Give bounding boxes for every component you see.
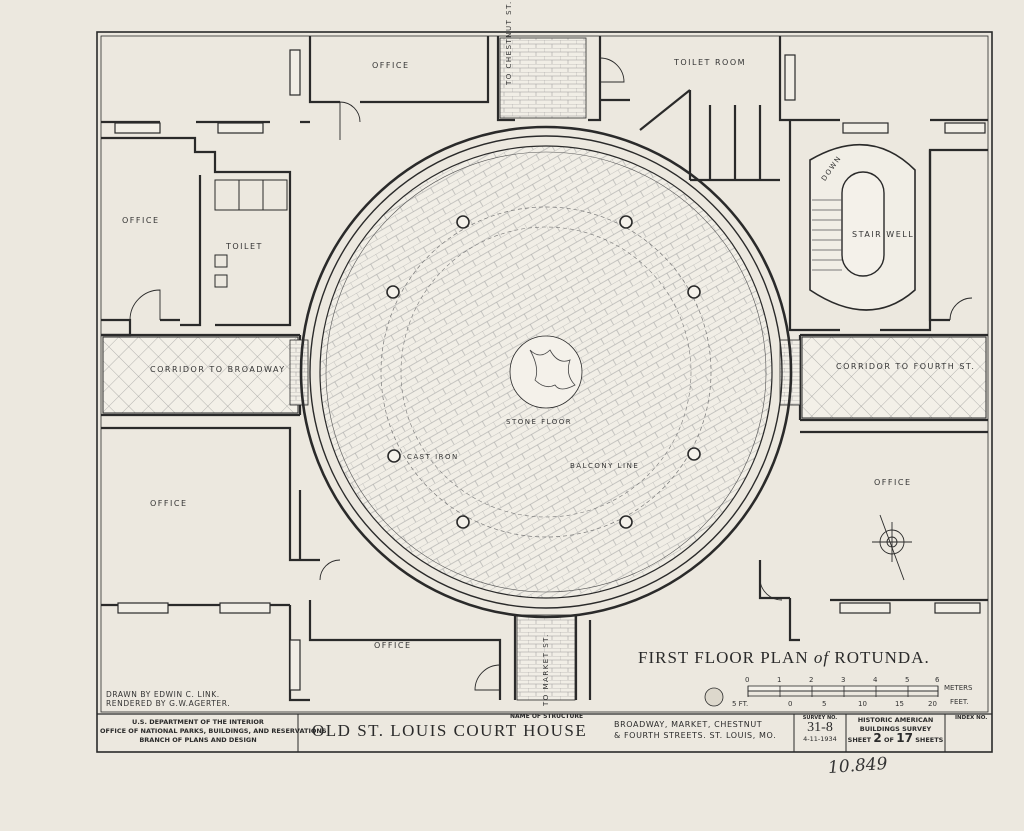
room-label-stair-well: STAIR WELL xyxy=(852,230,915,239)
scale-meter-tick: 3 xyxy=(841,676,846,684)
north-arrow-icon xyxy=(872,514,912,581)
sheets-suffix: SHEETS xyxy=(915,736,944,744)
label-cast-iron: CAST IRON xyxy=(407,453,459,461)
agency-line-3: BRANCH OF PLANS AND DESIGN xyxy=(139,736,257,744)
habs-block: HISTORIC AMERICAN BUILDINGS SURVEY SHEET… xyxy=(847,716,944,745)
name-of-structure-label: NAME OF STRUCTURE xyxy=(510,713,584,720)
survey-number: 31-8 xyxy=(807,720,833,735)
scale-meter-tick: 0 xyxy=(745,676,750,684)
sheet-number: 2 xyxy=(873,731,882,745)
survey-label: SURVEY NO. xyxy=(802,715,838,721)
scale-meter-tick: 4 xyxy=(873,676,878,684)
room-label-office-bottom: OFFICE xyxy=(374,641,412,650)
habs-line-1: HISTORIC AMERICAN xyxy=(857,716,934,724)
scale-meter-tick: 2 xyxy=(809,676,814,684)
title-block-agency: U.S. DEPARTMENT OF THE INTERIOR OFFICE O… xyxy=(100,718,327,745)
label-to-chestnut: TO CHESTNUT ST. xyxy=(505,0,513,85)
address-line-2: & FOURTH STREETS. ST. LOUIS, MO. xyxy=(614,731,777,740)
label-to-market: TO MARKET ST. xyxy=(542,633,550,706)
address-line-1: BROADWAY, MARKET, CHESTNUT xyxy=(614,720,763,729)
room-label-office-left-lower: OFFICE xyxy=(150,499,188,508)
room-label-office-right: OFFICE xyxy=(874,478,912,487)
scale-feet-tick: 10 xyxy=(858,700,867,708)
room-label-toilet: TOILET xyxy=(226,242,263,251)
title-subject-text: ROTUNDA. xyxy=(834,648,930,667)
scale-meter-tick: 6 xyxy=(935,676,940,684)
scale-feet-tick: 20 xyxy=(928,700,937,708)
habs-line-2: BUILDINGS SURVEY xyxy=(859,725,932,733)
room-label-toilet-room: TOILET ROOM xyxy=(674,58,747,67)
scale-feet-tick: 5 xyxy=(822,700,827,708)
title-of-text: of xyxy=(813,648,830,667)
label-stone-floor: STONE FLOOR xyxy=(506,418,573,426)
survey-date: 4-11-1934 xyxy=(803,735,837,743)
credit-drawn-by: DRAWN BY EDWIN C. LINK. xyxy=(106,690,220,699)
scale-feet-tick: 15 xyxy=(895,700,904,708)
room-label-office-top: OFFICE xyxy=(372,61,410,70)
handwritten-annotation: 10.849 xyxy=(827,753,889,779)
index-no-label: INDEX NO. xyxy=(955,715,988,721)
title-main-text: FIRST FLOOR PLAN xyxy=(638,648,809,667)
agency-line-2: OFFICE OF NATIONAL PARKS, BUILDINGS, AND… xyxy=(100,727,327,735)
structure-name: OLD ST. LOUIS COURT HOUSE xyxy=(312,721,588,740)
sheet-prefix: SHEET xyxy=(847,736,872,744)
sheet-total: 17 xyxy=(896,731,913,745)
drawing-title: FIRST FLOOR PLAN of ROTUNDA. xyxy=(638,648,930,668)
room-label-office-left-upper: OFFICE xyxy=(122,216,160,225)
sheet-of: OF xyxy=(884,736,894,744)
scale-meter-tick: 1 xyxy=(777,676,782,684)
sheet-count: SHEET 2 OF 17 SHEETS xyxy=(847,731,944,745)
structure-address: BROADWAY, MARKET, CHESTNUT & FOURTH STRE… xyxy=(614,719,776,741)
scale-meters-label: METERS xyxy=(944,684,973,692)
scale-feet-label: FEET. xyxy=(950,698,969,706)
survey-block: SURVEY NO. 31-8 4-11-1934 xyxy=(795,715,845,743)
label-corridor-fourth: CORRIDOR TO FOURTH ST. xyxy=(836,362,976,371)
agency-line-1: U.S. DEPARTMENT OF THE INTERIOR xyxy=(132,718,264,726)
label-balcony-line: BALCONY LINE xyxy=(570,462,640,470)
label-corridor-broadway: CORRIDOR TO BROADWAY xyxy=(150,365,286,374)
scale-feet-tick: 5 FT. xyxy=(732,700,749,708)
scale-feet-tick: 0 xyxy=(788,700,793,708)
scale-meter-tick: 5 xyxy=(905,676,910,684)
credit-rendered-by: RENDERED BY G.W.AGERTER. xyxy=(106,699,231,708)
